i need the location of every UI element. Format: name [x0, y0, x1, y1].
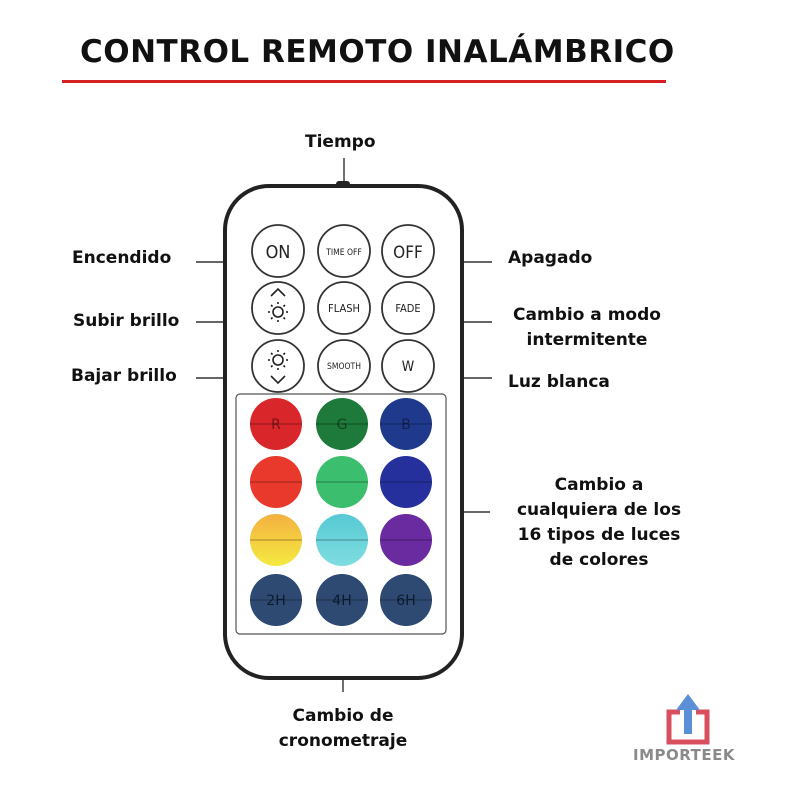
color-button-11[interactable]: [316, 574, 368, 626]
smooth-button[interactable]: [317, 339, 371, 393]
smooth-button-label: SMOOTH: [327, 362, 361, 372]
off-button[interactable]: [381, 224, 435, 278]
color-button-9[interactable]: [380, 514, 432, 566]
on-button-label: ON: [266, 242, 291, 263]
label-timing-line2: cronometraje: [278, 731, 408, 751]
fade-button[interactable]: [381, 281, 435, 335]
fade-button-label: FADE: [395, 302, 420, 315]
label-mode-change-line1: Cambio a modo: [513, 305, 661, 325]
label-brightness-down: Bajar brillo: [71, 366, 177, 386]
off-button-label: OFF: [393, 243, 423, 263]
label-timing-line1: Cambio de: [292, 706, 394, 726]
page-title: CONTROL REMOTO INALÁMBRICO: [80, 34, 675, 70]
flash-button[interactable]: [317, 281, 371, 335]
remote-top-notch: [336, 181, 350, 187]
label-timer: Tiempo: [305, 132, 376, 152]
color-button-2[interactable]: [316, 398, 368, 450]
label-white-light: Luz blanca: [508, 372, 610, 392]
color-button-label: B: [401, 417, 411, 433]
color-button-4[interactable]: [250, 456, 302, 508]
color-button-10[interactable]: [250, 574, 302, 626]
label-colors: Cambio a cualquiera de los 16 tipos de l…: [490, 473, 708, 573]
label-mode-change: Cambio a modo intermitente: [500, 303, 674, 353]
label-power-off: Apagado: [508, 248, 593, 268]
label-timing: Cambio de cronometraje: [262, 704, 424, 754]
color-button-7[interactable]: [250, 514, 302, 566]
upload-box-icon: [666, 694, 710, 745]
color-button-12[interactable]: [380, 574, 432, 626]
w-button-label: W: [402, 359, 415, 375]
color-button-label: G: [337, 417, 348, 433]
brightness-down-button[interactable]: [251, 339, 305, 393]
sun-down-icon: [268, 350, 288, 385]
color-button-1[interactable]: [250, 398, 302, 450]
color-button-label: 6H: [396, 593, 415, 609]
brand-logo-text: IMPORTEEK: [633, 746, 735, 764]
color-panel-outline: [235, 393, 447, 635]
label-colors-line1: Cambio a: [554, 475, 644, 495]
color-button-label: 2H: [266, 593, 285, 609]
label-colors-line2: cualquiera de los: [516, 500, 682, 520]
label-power-on: Encendido: [72, 248, 172, 268]
title-underline: [62, 80, 666, 83]
time-off-button-label: TIME OFF: [325, 248, 362, 258]
time-off-button[interactable]: [317, 224, 371, 278]
color-button-label: R: [271, 417, 281, 433]
sun-up-icon: [268, 287, 288, 322]
flash-button-label: FLASH: [328, 302, 360, 315]
brightness-up-button[interactable]: [251, 281, 305, 335]
w-button[interactable]: [381, 339, 435, 393]
label-colors-line4: de colores: [549, 550, 649, 570]
color-button-label: 4H: [332, 593, 351, 609]
color-button-3[interactable]: [380, 398, 432, 450]
color-button-6[interactable]: [380, 456, 432, 508]
color-buttons-grid: R G B 2H 4H 6H: [250, 398, 432, 626]
label-brightness-up: Subir brillo: [73, 311, 180, 331]
label-mode-change-line2: intermitente: [526, 330, 648, 350]
color-button-8[interactable]: [316, 514, 368, 566]
on-button[interactable]: [251, 224, 305, 278]
color-button-5[interactable]: [316, 456, 368, 508]
label-colors-line3: 16 tipos de luces: [517, 525, 681, 545]
